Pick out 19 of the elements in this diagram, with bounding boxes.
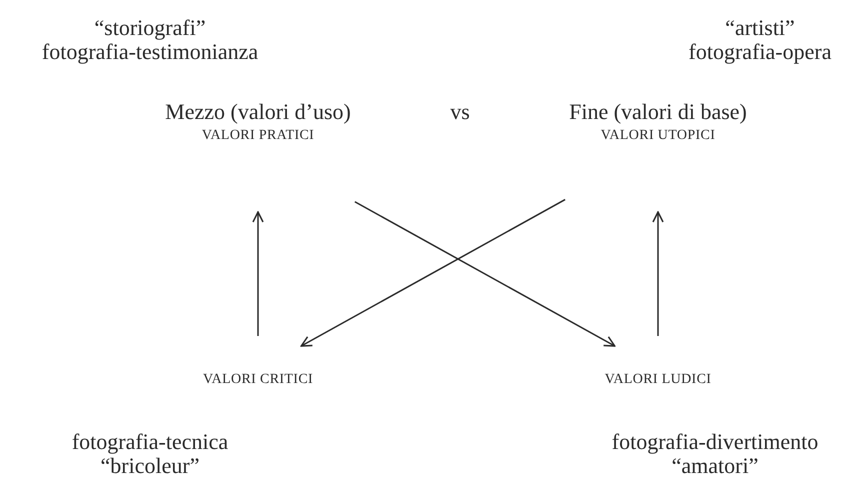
arrow [652, 211, 664, 336]
caption-text: “bricoleur” [100, 454, 200, 478]
value-label: VALORI LUDICI [604, 371, 712, 389]
caption-text: fotografia-testimonianza [42, 40, 258, 64]
arrow [300, 198, 566, 347]
caption-text: “artisti” [725, 16, 795, 40]
versus-label: vs [450, 98, 470, 126]
term-label: Mezzo (valori d’uso) [165, 98, 351, 126]
arrow [252, 211, 264, 336]
caption-text: “storiografi” [94, 16, 206, 40]
arrow [354, 201, 616, 347]
value-label: VALORI PRATICI [202, 127, 314, 145]
caption-text: fotografia-divertimento [612, 430, 818, 454]
value-label: VALORI UTOPICI [600, 127, 716, 145]
term-label: Fine (valori di base) [569, 98, 747, 126]
caption-text: fotografia-tecnica [72, 430, 228, 454]
value-label: VALORI CRITICI [202, 371, 314, 389]
caption-text: “amatori” [672, 454, 758, 478]
caption-text: fotografia-opera [688, 40, 832, 64]
